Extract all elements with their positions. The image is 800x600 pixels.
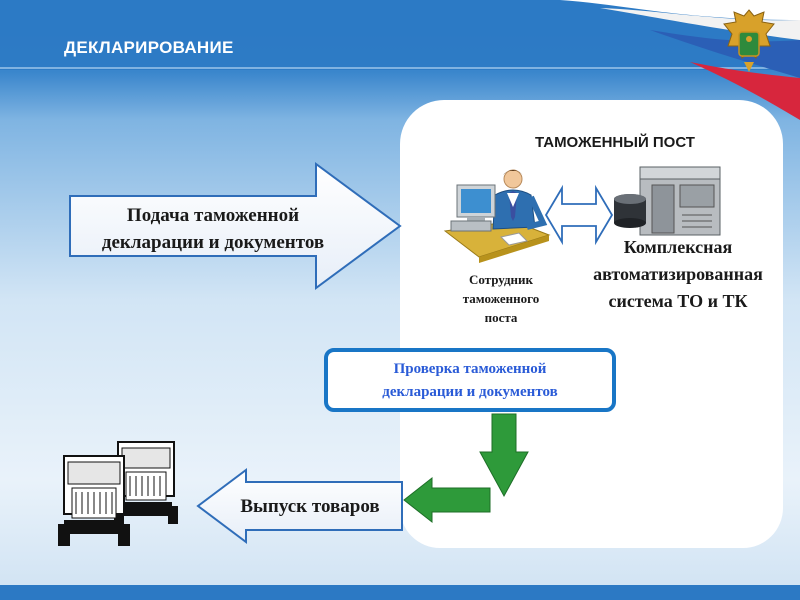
customs-post-title: ТАМОЖЕННЫЙ ПОСТ	[535, 134, 695, 151]
release-arrow-icon	[196, 468, 403, 544]
check-box	[324, 348, 616, 412]
submission-line-2: декларации и документов	[101, 232, 325, 253]
system-line-2: автоматизированная	[593, 264, 763, 284]
check-line-2: декларации и документов	[382, 384, 558, 400]
trucks-icon	[58, 441, 178, 546]
slide-title: ДЕКЛАРИРОВАНИЕ	[64, 38, 234, 57]
submission-arrow-icon	[69, 162, 402, 290]
green-down-arrow-icon	[479, 413, 529, 498]
double-arrow-icon	[544, 184, 614, 246]
submission-arrow-label: Подача таможенной декларации и документо…	[78, 202, 348, 256]
system-label: Комплексная автоматизированная система Т…	[572, 234, 784, 315]
employee-label: Сотрудник таможенного поста	[440, 270, 562, 327]
system-line-1: Комплексная	[623, 237, 733, 257]
employee-line-1: Сотрудник	[468, 272, 534, 287]
release-arrow-label: Выпуск товаров	[240, 496, 380, 517]
check-line-1: Проверка таможенной	[393, 361, 547, 377]
server-icon	[614, 166, 721, 236]
check-box-label: Проверка таможенной декларации и докумен…	[330, 358, 610, 404]
green-left-arrow-icon	[403, 476, 491, 524]
submission-line-1: Подача таможенной	[126, 205, 300, 226]
employee-at-computer-icon	[443, 169, 551, 263]
system-line-3: система ТО и ТК	[608, 291, 748, 311]
employee-line-3: поста	[484, 310, 518, 325]
customs-eagle-emblem-icon	[723, 9, 775, 72]
employee-line-2: таможенного	[462, 291, 540, 306]
